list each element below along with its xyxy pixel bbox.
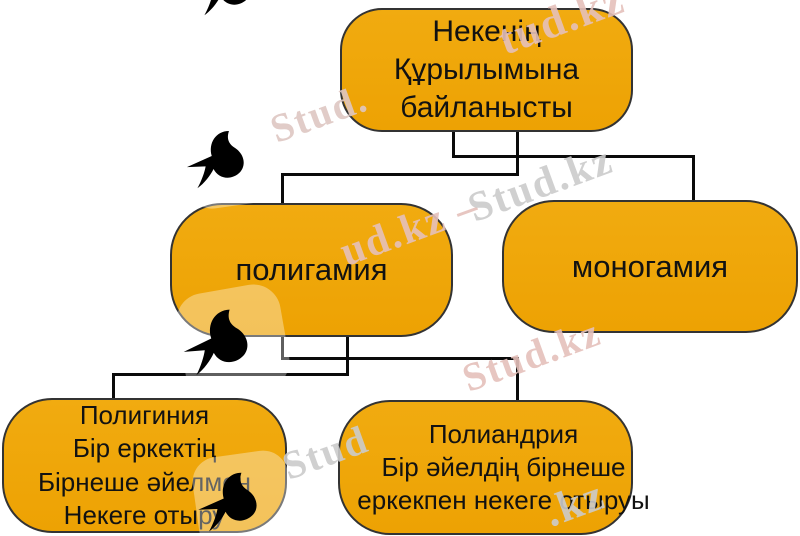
connector-monogamy-drop	[692, 155, 695, 202]
connector-polygamy-polyandry-horizontal	[281, 357, 519, 360]
connector-polygamy-polygyny-horizontal	[112, 373, 349, 376]
connector-polyandry-drop	[516, 357, 519, 402]
node-polygamy: полигамия	[170, 203, 453, 337]
connector-root-stub-left	[452, 132, 455, 158]
connector-root-polygamy-horizontal	[281, 173, 519, 176]
node-monogamy: моногамия	[502, 200, 798, 333]
node-label: Некенің Құрылымына байланысты	[393, 14, 580, 125]
node-marriage-structure: Некенің Құрылымына байланысты	[340, 8, 633, 132]
node-label: полигамия	[235, 252, 388, 288]
connector-polygyny-drop	[112, 373, 115, 400]
connector-root-monogamy-horizontal	[452, 155, 695, 158]
node-label: Полиандрия Бір әйелдің бірнеше еркекпен …	[357, 418, 650, 515]
node-polygyny: Полигиния Бір еркектің Бірнеше әйелмен Н…	[2, 398, 287, 533]
node-label: Полигиния Бір еркектің Бірнеше әйелмен Н…	[37, 400, 252, 530]
studkz-hummingbird-logo-icon	[175, 0, 301, 49]
node-polyandry: Полиандрия Бір әйелдің бірнеше еркекпен …	[338, 400, 650, 535]
connector-polygamy-drop	[281, 173, 284, 205]
connector-polygamy-stub-right	[346, 336, 349, 376]
connector-root-stub-right	[516, 132, 519, 176]
node-label: моногамия	[571, 248, 729, 284]
